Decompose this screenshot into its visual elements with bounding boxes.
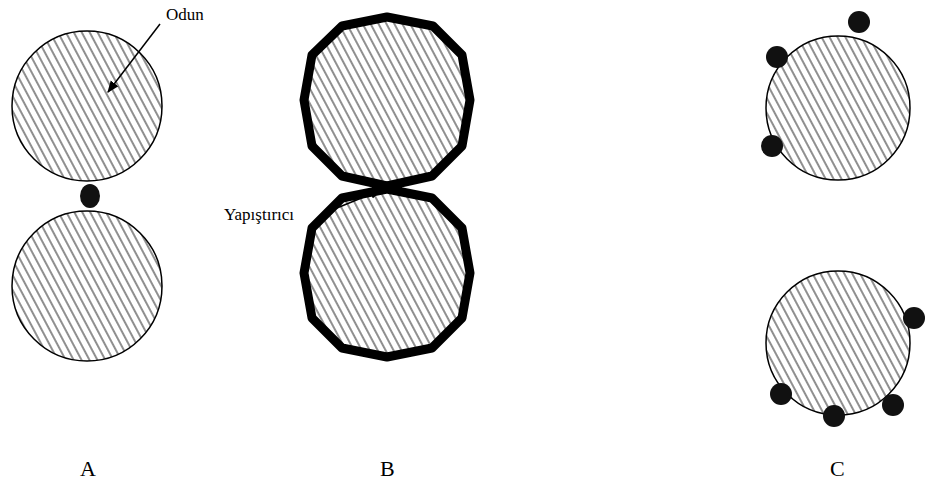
adhesive-dot: [882, 394, 904, 416]
part-label: Yapıştırıcı: [224, 206, 294, 223]
adhesive-dot: [823, 405, 845, 427]
adhesive-dot: [848, 11, 870, 33]
coated-particle: [304, 189, 470, 357]
panel-letter: A: [80, 458, 96, 480]
coated-particle: [304, 17, 470, 186]
wood-particle: [12, 211, 162, 361]
panel-b: [304, 17, 470, 357]
part-label: Odun: [166, 6, 204, 23]
adhesive-dot: [770, 383, 792, 405]
adhesive-droplet: [80, 184, 100, 208]
panel-letter: C: [830, 458, 845, 480]
panel-a: [12, 31, 162, 361]
panel-c: [761, 11, 925, 427]
adhesive-dot: [766, 46, 788, 68]
leader-arrow: [108, 24, 160, 92]
wood-particle: [766, 36, 910, 180]
panel-letter: B: [380, 458, 395, 480]
leader-arrow: [332, 190, 381, 210]
adhesive-dot: [903, 307, 925, 329]
wood-particle: [766, 271, 910, 415]
wood-particle: [12, 31, 162, 181]
adhesive-dot: [761, 135, 783, 157]
